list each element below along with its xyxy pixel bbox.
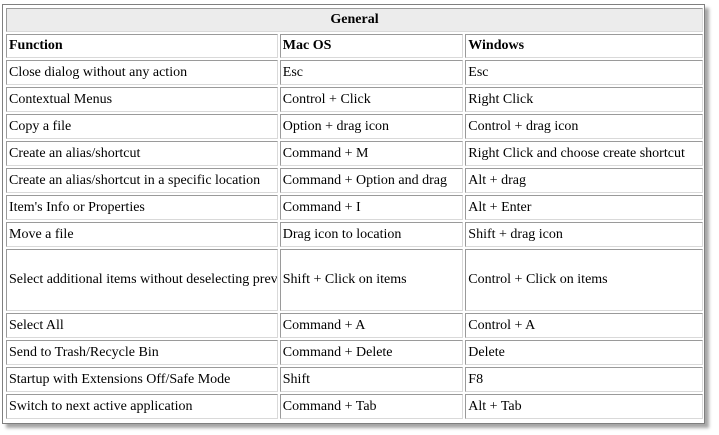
windows-cell: Control + Click on items: [465, 249, 703, 311]
title-row: General: [6, 8, 703, 32]
mac-os-cell: Command + Tab: [279, 394, 464, 419]
mac-os-cell: Command + Option and drag: [279, 168, 464, 193]
header-function: Function: [6, 34, 278, 58]
windows-cell: Right Click and choose create shortcut: [465, 141, 703, 166]
mac-os-cell: Command + M: [279, 141, 464, 166]
mac-os-cell: Shift + Click on items: [279, 249, 464, 311]
function-cell: Copy a file: [6, 114, 278, 139]
table-row: Contextual Menus Control + Click Right C…: [6, 87, 703, 112]
function-cell: Close dialog without any action: [6, 60, 278, 85]
table-frame: General Function Mac OS Windows Close di…: [2, 4, 705, 424]
table-row: Send to Trash/Recycle Bin Command + Dele…: [6, 340, 703, 365]
function-cell: Switch to next active application: [6, 394, 278, 419]
mac-os-cell: Shift: [279, 367, 464, 392]
windows-cell: Alt + Tab: [465, 394, 703, 419]
header-row: Function Mac OS Windows: [6, 34, 703, 58]
function-cell: Send to Trash/Recycle Bin: [6, 340, 278, 365]
header-windows: Windows: [465, 34, 703, 58]
table-row: Move a file Drag icon to location Shift …: [6, 222, 703, 247]
table-row: Create an alias/shortcut Command + M Rig…: [6, 141, 703, 166]
windows-cell: Control + A: [465, 313, 703, 338]
table-row: Switch to next active application Comman…: [6, 394, 703, 419]
function-cell: Create an alias/shortcut: [6, 141, 278, 166]
function-cell: Contextual Menus: [6, 87, 278, 112]
windows-cell: Alt + drag: [465, 168, 703, 193]
function-cell: Startup with Extensions Off/Safe Mode: [6, 367, 278, 392]
table-row: Close dialog without any action Esc Esc: [6, 60, 703, 85]
windows-cell: Control + drag icon: [465, 114, 703, 139]
function-cell: Create an alias/shortcut in a specific l…: [6, 168, 278, 193]
windows-cell: Shift + drag icon: [465, 222, 703, 247]
table-row: Create an alias/shortcut in a specific l…: [6, 168, 703, 193]
header-mac-os: Mac OS: [279, 34, 464, 58]
function-cell: Move a file: [6, 222, 278, 247]
mac-os-cell: Option + drag icon: [279, 114, 464, 139]
windows-cell: Esc: [465, 60, 703, 85]
mac-os-cell: Command + Delete: [279, 340, 464, 365]
table-row: Select additional items without deselect…: [6, 249, 703, 311]
table-row: Startup with Extensions Off/Safe Mode Sh…: [6, 367, 703, 392]
function-cell: Select All: [6, 313, 278, 338]
mac-os-cell: Control + Click: [279, 87, 464, 112]
windows-cell: Right Click: [465, 87, 703, 112]
table-row: Select All Command + A Control + A: [6, 313, 703, 338]
shortcuts-table: General Function Mac OS Windows Close di…: [4, 6, 705, 421]
table-row: Copy a file Option + drag icon Control +…: [6, 114, 703, 139]
function-cell: Item's Info or Properties: [6, 195, 278, 220]
windows-cell: F8: [465, 367, 703, 392]
mac-os-cell: Command + I: [279, 195, 464, 220]
table-row: Item's Info or Properties Command + I Al…: [6, 195, 703, 220]
mac-os-cell: Esc: [279, 60, 464, 85]
mac-os-cell: Drag icon to location: [279, 222, 464, 247]
windows-cell: Delete: [465, 340, 703, 365]
function-cell: Select additional items without deselect…: [6, 249, 278, 311]
table-title: General: [6, 8, 703, 32]
mac-os-cell: Command + A: [279, 313, 464, 338]
windows-cell: Alt + Enter: [465, 195, 703, 220]
